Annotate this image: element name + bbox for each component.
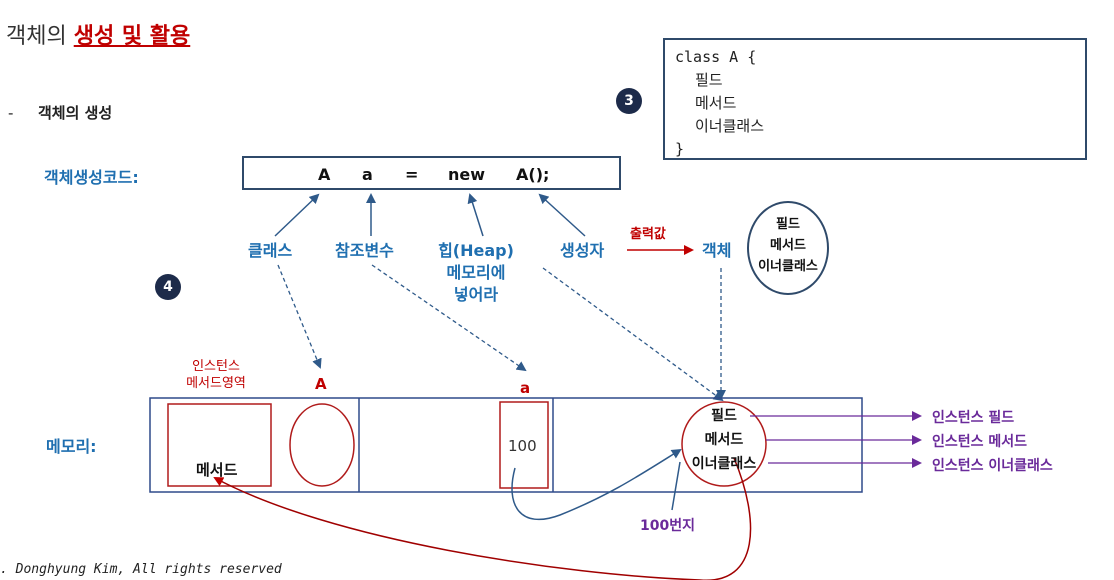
var-box (499, 401, 549, 489)
stmt-eq: = (405, 165, 419, 184)
method-area-label: 인스턴스 메서드영역 (166, 358, 266, 392)
heap-method: 메서드 (704, 432, 744, 448)
class-code-box: class A { 필드 메서드 이너클래스 } (663, 38, 1087, 160)
bullet-dash: - (8, 104, 14, 122)
title-highlight: 생성 및 활용 (73, 24, 191, 49)
class-tag: A (315, 375, 327, 393)
label-ref-var: 참조변수 (335, 241, 394, 260)
class-ellipse (289, 403, 355, 487)
label-heap-line2: 메모리에 (446, 263, 506, 282)
object-inner: 이너클래스 (758, 259, 818, 274)
heap-object-circle (681, 401, 767, 487)
label-object: 객체 (702, 241, 732, 260)
step-badge-4: 4 (155, 274, 181, 300)
dash-class-to-mem (277, 264, 322, 369)
label-constructor: 생성자 (560, 241, 605, 260)
method-box-text: 메서드 (196, 461, 238, 479)
label-heap-line1: 힙(Heap) (438, 241, 514, 260)
label-heap: 힙(Heap) 메모리에 넣어라 (436, 240, 516, 306)
method-area-line1: 인스턴스 (192, 359, 240, 374)
arrow-heap-to-stmt (467, 193, 484, 237)
stmt-new: new (448, 165, 486, 184)
object-circle: 필드 메서드 이너클래스 (747, 201, 829, 295)
dash-refvar-to-mem (371, 264, 527, 372)
label-output: 출력값 (630, 227, 666, 242)
dash-heap-to-mem (542, 267, 724, 402)
instance-method-label: 인스턴스 메서드 (932, 434, 1028, 450)
var-tag: a (520, 379, 531, 397)
var-value: 100 (508, 437, 537, 455)
statement-box: A a = new A(); (242, 156, 621, 190)
creation-code-label: 객체생성코드: (44, 168, 139, 187)
step-badge-3: 3 (616, 88, 642, 114)
label-heap-line3: 넣어라 (453, 285, 499, 304)
heap-inner: 이너클래스 (691, 456, 757, 472)
section-bullet: - 객체의 생성 (8, 102, 112, 123)
code-line-class: class A { (675, 48, 757, 66)
reference-curve (511, 448, 682, 521)
page-title: 객체의 생성 및 활용 (6, 18, 190, 50)
code-line-method: 메서드 (695, 94, 737, 112)
heap-items: 필드 메서드 이너클래스 (674, 404, 774, 476)
memory-label: 메모리: (46, 437, 97, 456)
address-label: 100번지 (640, 518, 695, 534)
instance-inner-label: 인스턴스 이너클래스 (932, 458, 1053, 474)
arrow-class-to-stmt (274, 193, 320, 237)
code-line-close: } (675, 140, 685, 158)
stmt-class: A (318, 165, 331, 184)
method-area-line2: 메서드영역 (186, 376, 246, 391)
copyright: . Donghyung Kim, All rights reserved (0, 562, 282, 577)
instance-field-label: 인스턴스 필드 (932, 410, 1015, 426)
title-prefix: 객체의 (6, 24, 74, 49)
bullet-text: 객체의 생성 (38, 104, 113, 122)
stmt-var: a (362, 165, 373, 184)
code-line-inner: 이너클래스 (695, 117, 765, 135)
object-method: 메서드 (770, 238, 806, 253)
object-field: 필드 (776, 217, 800, 232)
method-link-curve (213, 457, 752, 580)
memory-box (149, 397, 863, 493)
address-pointer (671, 461, 681, 511)
heap-field: 필드 (711, 408, 737, 424)
stmt-ctor: A(); (516, 165, 550, 184)
arrow-ctor-to-stmt (538, 193, 586, 237)
label-class: 클래스 (248, 241, 293, 260)
code-line-field: 필드 (695, 71, 723, 89)
